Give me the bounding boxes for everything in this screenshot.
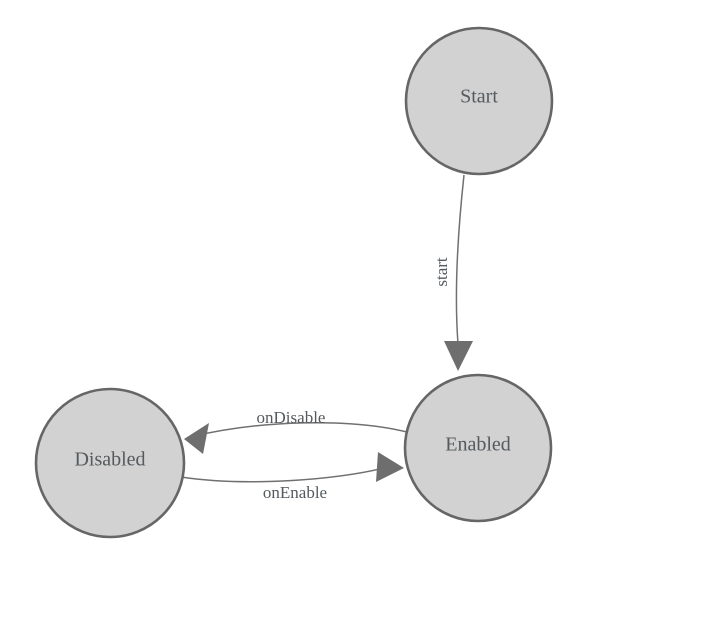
node-start[interactable]: Start [404,26,554,176]
edge-path-disabled-to-enabled [180,465,393,483]
node-circle-disabled[interactable] [34,387,186,539]
arrowhead-icon-enabled-to-disabled [184,423,209,454]
edge-label-ondisable: onDisable [257,408,326,427]
node-group: Start Enabled Disabled [34,26,554,539]
arrowhead-icon-start-to-enabled [444,341,473,371]
edge-start-to-enabled[interactable]: start [432,174,473,371]
node-enabled[interactable]: Enabled [403,373,553,523]
node-circle-start[interactable] [404,26,554,176]
node-label-enabled: Enabled [445,434,511,456]
node-circle-enabled[interactable] [403,373,553,523]
node-label-start: Start [460,86,498,108]
node-label-disabled: Disabled [74,449,145,471]
edge-path-enabled-to-disabled [189,422,408,438]
edge-enabled-to-disabled[interactable]: onDisable [184,408,408,454]
edge-group: start onDisable onEnable [180,174,473,502]
edge-label-onenable: onEnable [263,483,327,502]
arrowhead-icon-disabled-to-enabled [376,452,404,482]
node-disabled[interactable]: Disabled [34,387,186,539]
edge-label-start: start [432,257,451,287]
edge-disabled-to-enabled[interactable]: onEnable [180,452,404,502]
edge-path-start-to-enabled [455,174,465,345]
